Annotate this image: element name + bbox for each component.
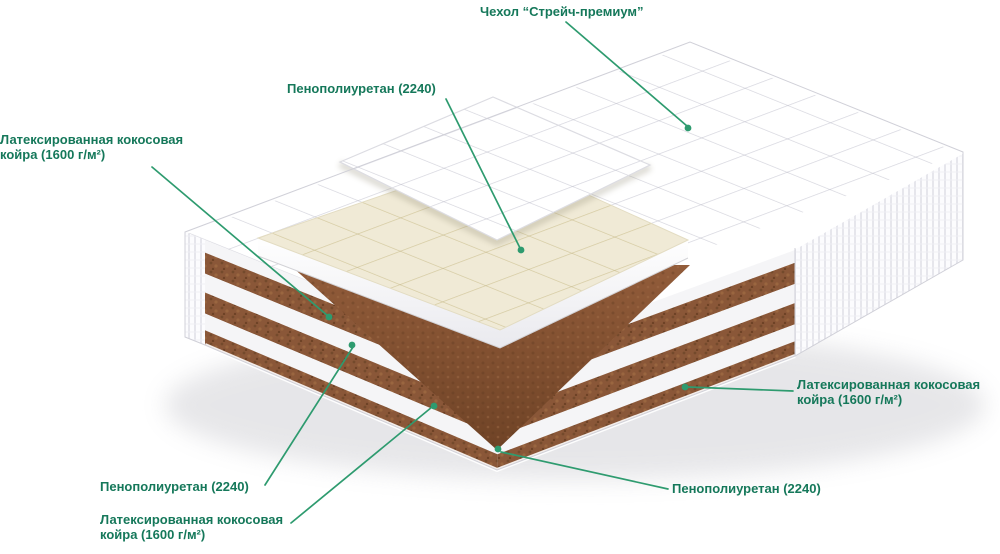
leader-dot (494, 445, 502, 453)
right-border-face (795, 152, 963, 356)
left-border-sliver (185, 232, 205, 345)
layer-stripes-right (497, 250, 795, 470)
label-coir-right: Латексированная кокосовая койра (1600 г/… (797, 377, 981, 408)
leader-dot (348, 341, 356, 349)
leader-dot (325, 313, 333, 321)
foam-slab-edge-line (257, 255, 689, 349)
label-cover: Чехол “Стрейч-премиум” (480, 4, 644, 19)
foam-layer-stripe (497, 324, 795, 455)
leader-line (264, 346, 354, 486)
mattress-edges (184, 41, 964, 471)
foam-layer-stripe (498, 283, 795, 414)
leader-dot (681, 383, 689, 391)
leader-lines (151, 21, 794, 524)
label-foam-bottom-left: Пенополиуретан (2240) (100, 479, 249, 494)
coir-layer-stripe (497, 341, 795, 470)
label-coir-bottom: Латексированная кокосовая койра (1600 г/… (100, 512, 284, 543)
leader-line (445, 98, 521, 249)
label-foam-top: Пенополиуретан (2240) (287, 81, 436, 96)
leader-line (151, 166, 329, 317)
leader-line (290, 406, 433, 524)
side-border-fabric (185, 150, 964, 356)
leader-line (565, 21, 688, 127)
coir-layer-stripe (205, 292, 499, 437)
foam-slab (257, 238, 689, 349)
coir-layer-stripe (205, 330, 498, 470)
border-top-piping (794, 150, 964, 250)
foam-layer-stripe (205, 313, 498, 455)
leader-dot (517, 246, 525, 254)
leader-line (500, 451, 669, 490)
coir-core-texture (290, 265, 690, 450)
flap-face (338, 96, 652, 241)
flap-shadow (338, 160, 652, 246)
label-foam-bottom-right: Пенополиуретан (2240) (672, 481, 821, 496)
leader-line (687, 386, 794, 392)
leader-dot (684, 124, 692, 132)
cover-flap (338, 96, 652, 246)
leader-dot (430, 402, 438, 410)
label-coir-left: Латексированная кокосовая койра (1600 г/… (0, 132, 184, 163)
coir-layer-stripe (497, 303, 795, 437)
coir-core (290, 265, 690, 450)
foam-slab-edge (258, 238, 688, 348)
